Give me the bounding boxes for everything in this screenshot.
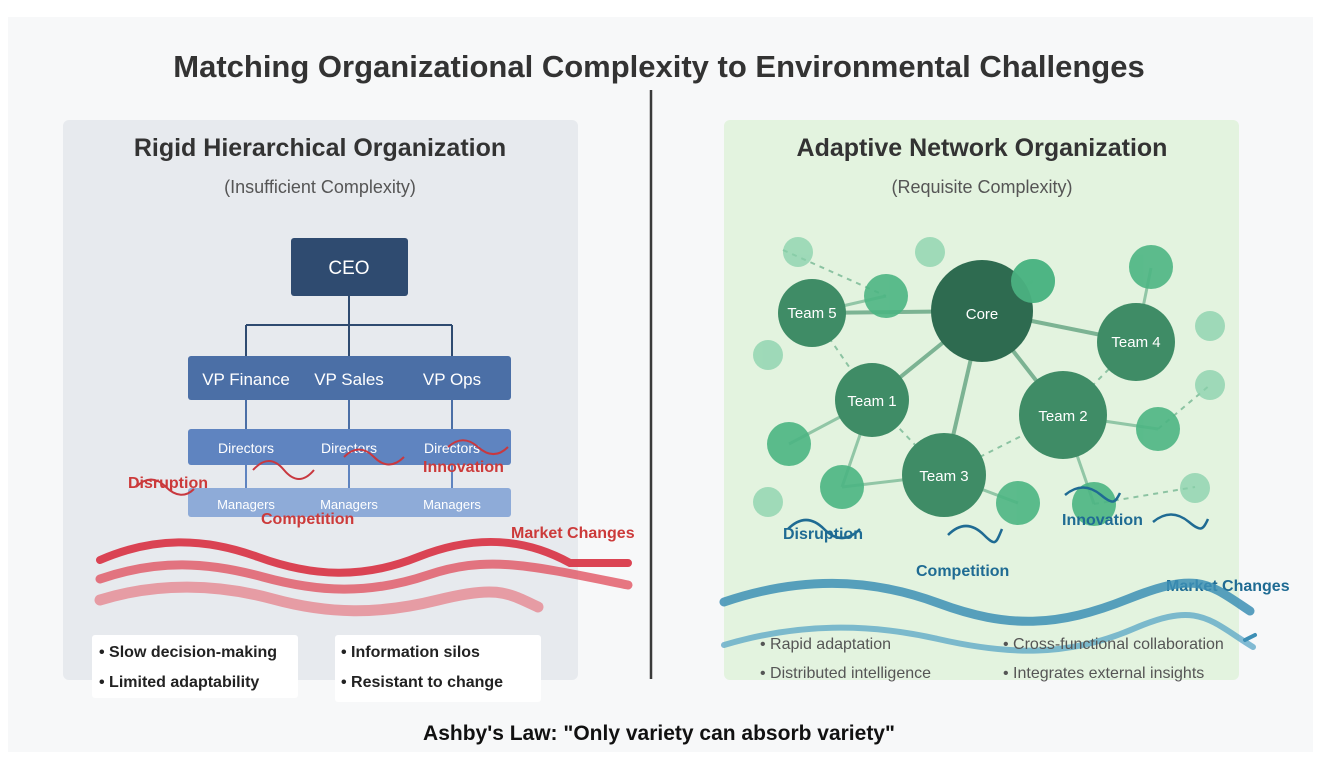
right-panel-title: Adaptive Network Organization [797, 134, 1168, 162]
managers-label-1: Managers [217, 497, 275, 512]
diagram-canvas: Rigid Hierarchical Organization (Insuffi… [63, 90, 1290, 702]
left-innovation-label: Innovation [423, 459, 504, 476]
team3-label: Team 3 [919, 468, 968, 485]
ashby-law-caption: Ashby's Law: "Only variety can absorb va… [423, 722, 895, 745]
ceo-box [291, 238, 408, 296]
left-bullets-box-1 [92, 635, 298, 698]
left-panel-subtitle: (Insufficient Complexity) [224, 177, 416, 197]
left-bullets-box-2 [335, 635, 541, 702]
directors-label-1: Directors [218, 440, 274, 456]
left-bullet-1: • Slow decision-making [99, 644, 277, 661]
vp-row [188, 356, 511, 400]
core-node [931, 260, 1033, 362]
team1-label: Team 1 [847, 393, 896, 410]
directors-label-2: Directors [321, 440, 377, 456]
right-bullet-2: • Cross-functional collaboration [1003, 636, 1224, 653]
right-panel-subtitle: (Requisite Complexity) [891, 177, 1072, 197]
pale-satellite-nodes [753, 237, 1225, 517]
team2-label: Team 2 [1038, 408, 1087, 425]
main-title: Matching Organizational Complexity to En… [173, 49, 1145, 84]
right-disruption-label: Disruption [783, 526, 863, 543]
right-competition-label: Competition [916, 563, 1009, 580]
managers-row [188, 488, 511, 517]
core-label: Core [966, 306, 999, 323]
left-bullet-2: • Limited adaptability [99, 674, 259, 691]
ceo-label: CEO [328, 258, 369, 279]
team3-node [902, 433, 986, 517]
right-panel [724, 120, 1239, 680]
left-competition-label: Competition [261, 511, 354, 528]
left-market-label: Market Changes [511, 525, 635, 542]
team2-node [1019, 371, 1107, 459]
left-market-waves [94, 537, 633, 617]
team1-node [835, 363, 909, 437]
team5-label: Team 5 [787, 305, 836, 322]
right-small-squiggles [787, 486, 1210, 544]
left-panel-title: Rigid Hierarchical Organization [134, 134, 506, 162]
vp-sales-label: VP Sales [314, 370, 384, 389]
diagram-stage: Matching Organizational Complexity to En… [8, 17, 1313, 752]
right-innovation-label: Innovation [1062, 512, 1143, 529]
managers-label-2: Managers [320, 497, 378, 512]
left-bullet-4: • Resistant to change [341, 674, 503, 691]
managers-label-3: Managers [423, 497, 481, 512]
team4-label: Team 4 [1111, 334, 1160, 351]
vp-finance-label: VP Finance [202, 370, 290, 389]
vp-ops-label: VP Ops [423, 370, 481, 389]
right-bullet-1: • Rapid adaptation [760, 636, 891, 653]
directors-row [188, 429, 511, 465]
hierarchy-connectors [245, 296, 453, 488]
team5-node [778, 279, 846, 347]
left-disruption-label: Disruption [128, 475, 208, 492]
right-bullet-4: • Integrates external insights [1003, 665, 1204, 682]
right-market-waves [719, 578, 1257, 654]
team4-node [1097, 303, 1175, 381]
core-satellite-node [1011, 259, 1055, 303]
right-bullet-3: • Distributed intelligence [760, 665, 931, 682]
left-bullet-3: • Information silos [341, 644, 480, 661]
left-small-squiggles [135, 439, 509, 496]
directors-label-3: Directors [424, 440, 480, 456]
